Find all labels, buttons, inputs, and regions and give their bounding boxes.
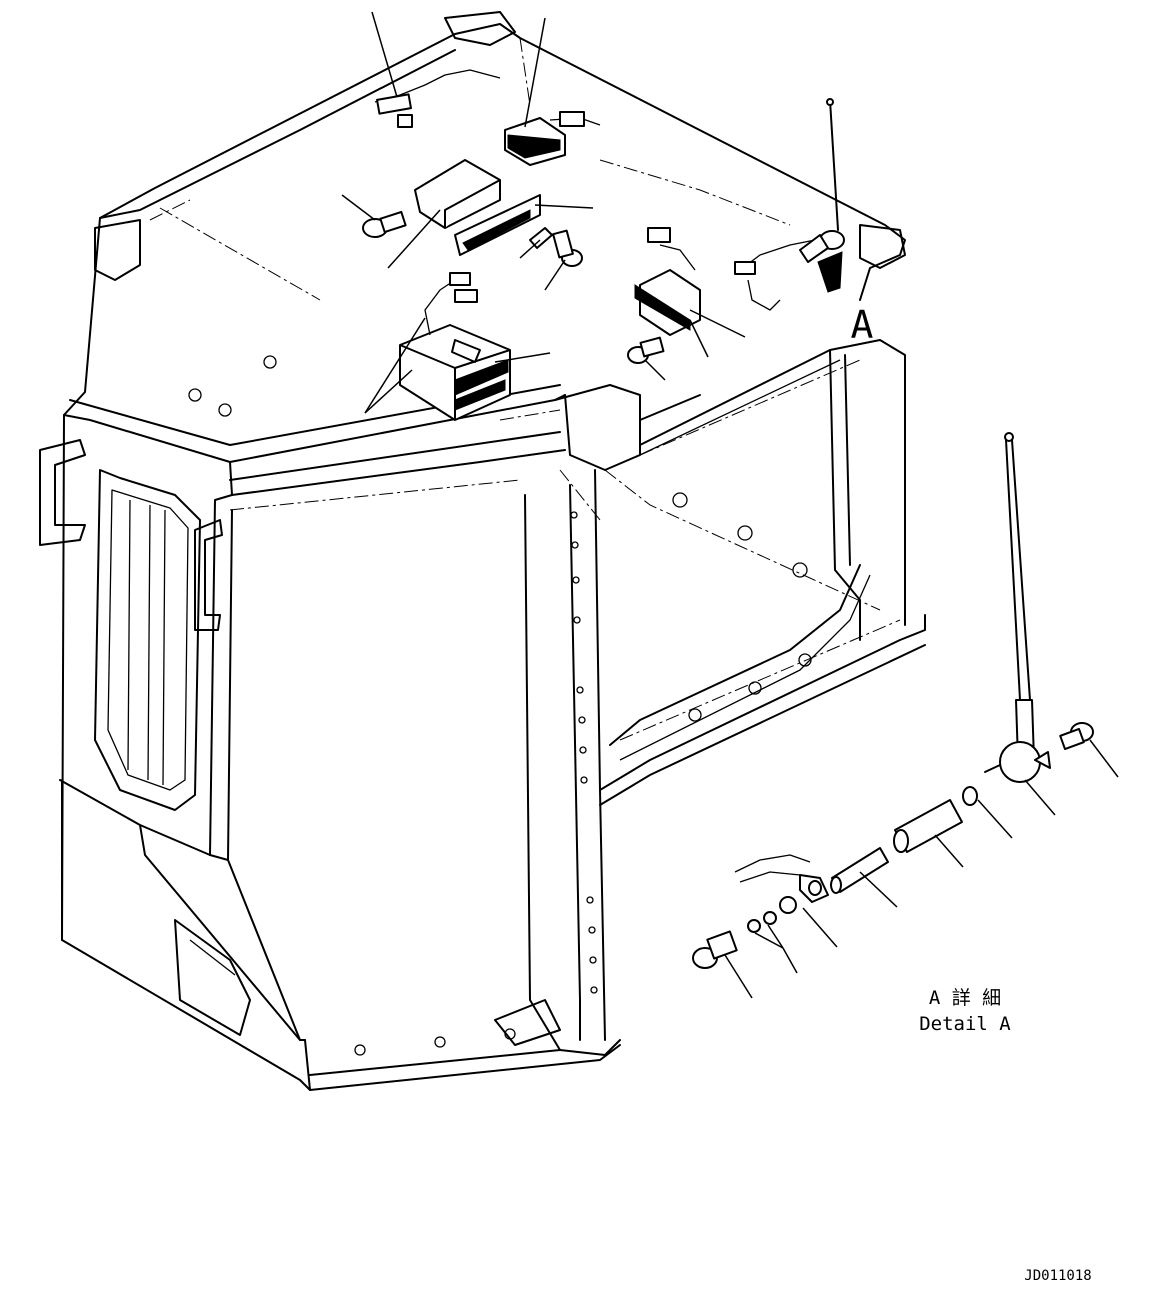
view-label: A xyxy=(851,303,874,347)
bolt-3 xyxy=(627,336,665,364)
detail-bolt-top xyxy=(1059,722,1094,750)
frame-holes xyxy=(188,355,812,1056)
view-arrow xyxy=(817,251,843,293)
detail-bolt-bottom xyxy=(692,930,738,969)
connector-small xyxy=(397,114,413,128)
detail-washer-2 xyxy=(779,896,797,914)
detail-pin xyxy=(830,847,889,894)
detail-cable-end xyxy=(734,854,829,903)
detail-title-en: Detail A xyxy=(919,1013,1011,1035)
connector-left xyxy=(376,93,412,115)
bolt-2 xyxy=(552,229,583,267)
detail-sleeve xyxy=(893,799,963,853)
radio-unit xyxy=(399,272,511,421)
leader-lines xyxy=(341,11,1119,999)
roof-components xyxy=(362,69,845,421)
bolt-1 xyxy=(362,210,407,238)
detail-washer xyxy=(962,786,978,806)
roof-antenna xyxy=(799,98,845,263)
clip xyxy=(529,227,553,249)
detail-antenna xyxy=(984,432,1051,783)
detail-title-ja: A 詳 細 xyxy=(929,987,1001,1009)
speaker-rear xyxy=(504,111,601,166)
cab-frame xyxy=(39,11,926,1091)
speaker-right xyxy=(634,227,701,336)
hidden-lines xyxy=(149,37,901,741)
detail-nut-1 xyxy=(763,911,777,925)
detail-nut-2 xyxy=(747,919,761,933)
drawing-code: JD011018 xyxy=(1024,1268,1091,1284)
radio-bracket xyxy=(414,159,541,256)
detail-a-parts xyxy=(692,432,1094,969)
